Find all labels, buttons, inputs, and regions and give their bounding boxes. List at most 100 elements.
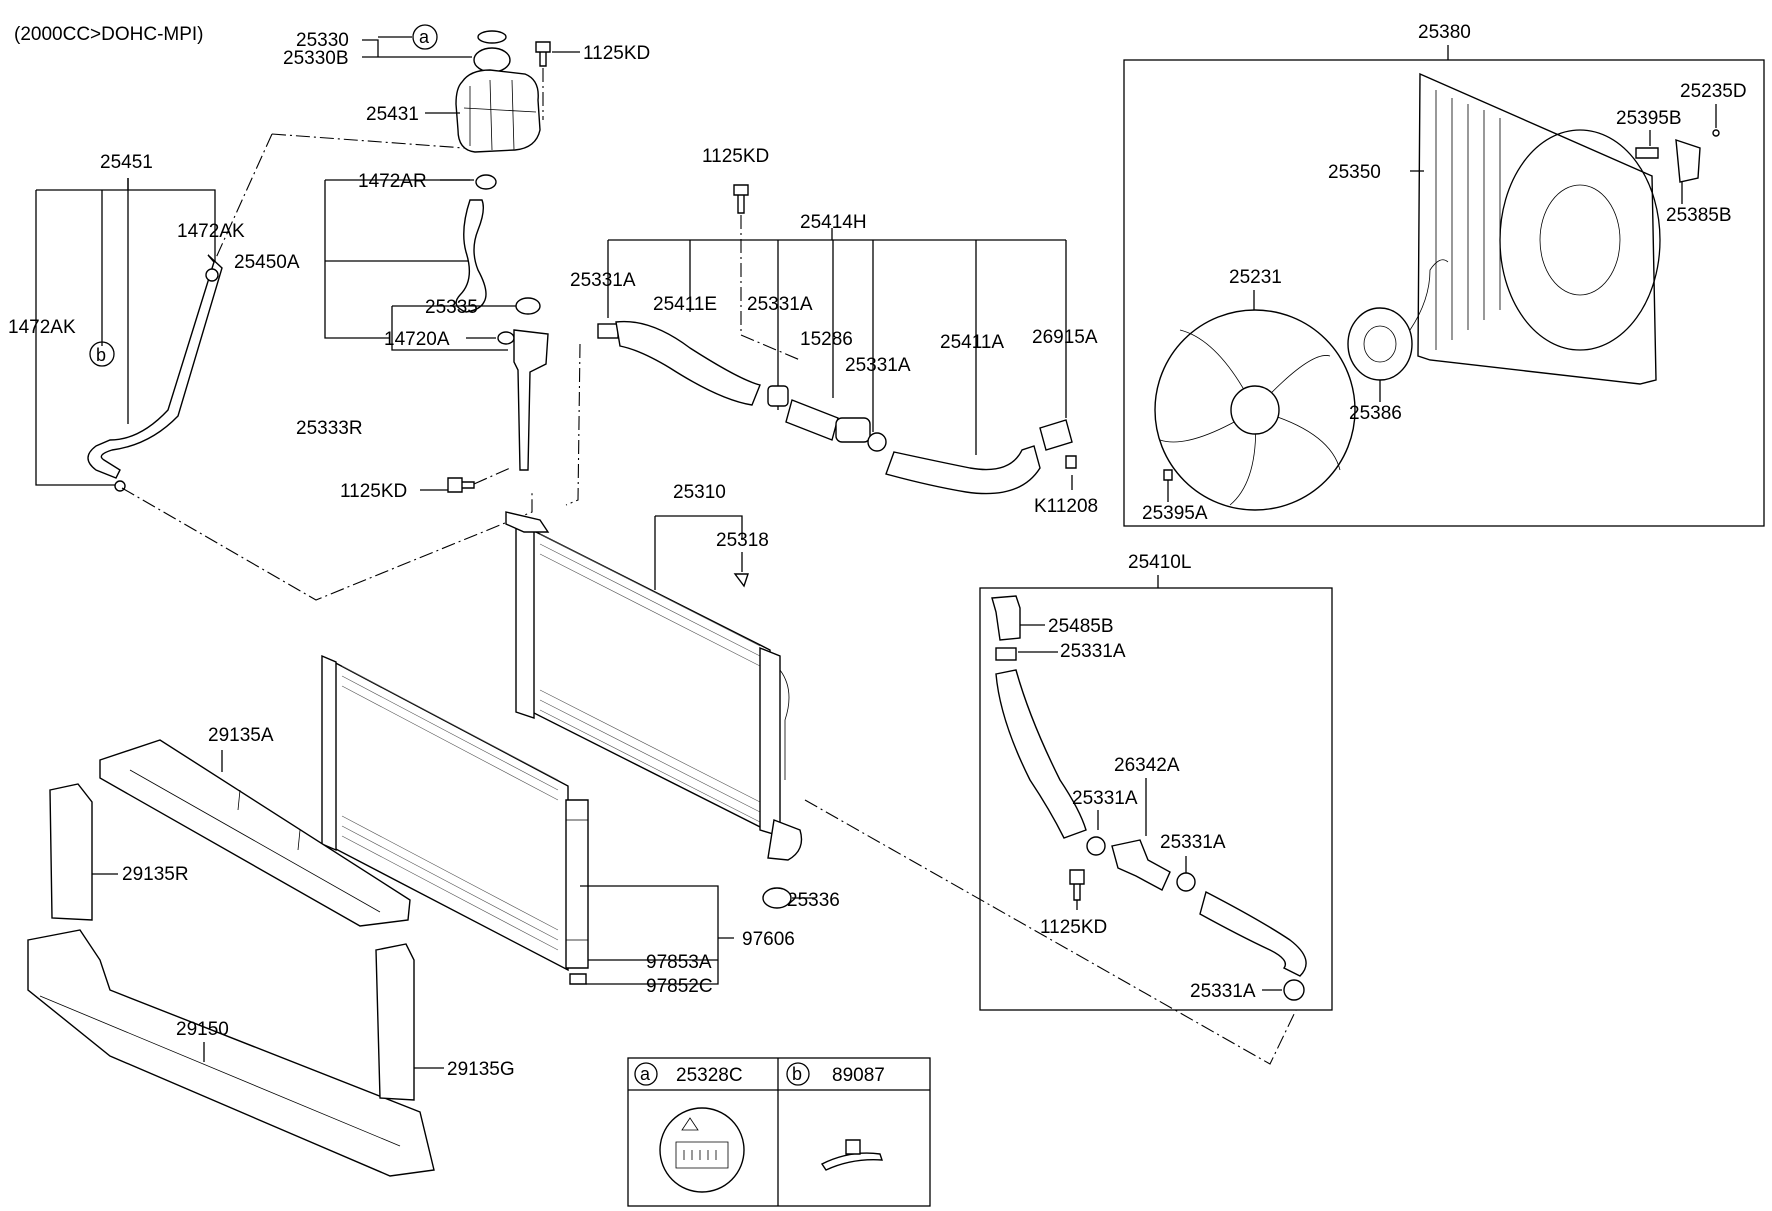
screw-25395A [1163,469,1173,481]
callout-25414H: 25414H [800,212,867,233]
upper-hose-assembly: 1125KD 25414H 25331A 25411E 25331A 15286… [565,146,1098,517]
bolt-hose [733,184,749,214]
warning-label-25328C [659,1107,745,1193]
callout-25333R: 25333R [296,418,363,439]
clamp-25331A-2 [767,385,789,407]
radiator-outlet-neck [767,819,803,861]
lower-hose-box: 25410L 25485B 25331A 25331A 26342A 25331… [979,552,1333,1011]
receiver-drier [565,799,589,969]
mount-25335 [515,297,541,315]
marker-a-circle [412,24,438,50]
clamp-25331A-3 [867,432,887,452]
callout-25335: 25335 [425,297,478,318]
reservoir-group: a 25330 25330B 1125KD 25431 [283,24,650,153]
air-guide-29135G [375,943,415,1101]
callout-25331A-4: 25331A [1060,641,1126,662]
drain-plug-25318 [733,573,749,588]
callout-25350: 25350 [1328,162,1381,183]
callout-25330: 25330 [296,30,349,51]
fan-shroud-box: 25380 25350 25235D 25395B 25385B 25231 2… [1123,22,1765,527]
radiator-upper-inlet [505,511,550,533]
callout-25395B: 25395B [1616,108,1682,129]
callout-25380: 25380 [1418,22,1471,43]
callout-25331A-2: 25331A [747,294,813,315]
callout-1125KD-low: 1125KD [1040,917,1107,938]
callout-25231: 25231 [1229,267,1282,288]
radiator-group: 25310 25318 25336 [505,482,1297,1065]
clamp-25331A-6 [1176,872,1196,892]
hose-25451 [87,254,223,479]
bolt-low [1069,869,1085,901]
callout-25336: 25336 [787,890,840,911]
callout-26342A: 26342A [1114,755,1180,776]
hose-25411A [885,445,1041,495]
legend-marker-a: a [640,1064,651,1084]
bracket-25333R [513,329,549,471]
callout-25485B: 25485B [1048,616,1114,637]
connector-15286 [785,399,839,441]
callout-1125KD-top: 1125KD [583,43,650,64]
callout-25450A: 25450A [234,252,300,273]
callout-1472AR: 1472AR [358,171,427,192]
callout-25331A-3: 25331A [845,355,911,376]
shroud-ring [1499,129,1661,351]
mount-25336 [762,887,792,909]
marker-b-label: b [96,345,106,365]
air-guide-group: 29135A 29135R 29150 29135G [27,725,515,1177]
callout-97852C: 97852C [646,976,713,997]
connector-26342A [1111,839,1171,891]
lower-shield-29150 [27,929,435,1177]
bolt-25395B [1635,147,1659,159]
clamp-25331A-4 [995,647,1017,661]
overflow-hose-group: 25451 1472AK 1472AK b [8,133,533,601]
engine-spec-note: (2000CC>DOHC-MPI) [14,24,204,45]
clamp-25331A-1 [597,323,619,339]
callout-25386: 25386 [1349,403,1402,424]
reservoir-hose-group: 1472AR 25450A 14720A [234,171,515,350]
callout-25395A: 25395A [1142,503,1208,524]
bolt-top [535,41,551,67]
lower-hose-upper-section [995,669,1087,839]
legend-marker-a-circle [634,1062,658,1086]
cap-seal-ring [477,30,507,44]
legend-marker-b-circle [786,1062,810,1086]
marker-a-label: a [419,27,430,47]
legend-part-25328C: 25328C [676,1065,743,1086]
callout-K11208: K11208 [1034,496,1098,517]
clamp-25331A-5 [1086,836,1106,856]
callout-1125KD-hose: 1125KD [702,146,769,167]
clamp-1472AK-top [205,268,219,282]
condenser-group: 97606 97853A 97852C [321,654,795,997]
callout-25318: 25318 [716,530,769,551]
callout-97853A: 97853A [646,952,712,973]
legend-table: a 25328C b 89087 [627,1057,931,1207]
callout-25235D: 25235D [1680,81,1747,102]
clamp-1472AR [475,174,497,190]
lower-hose-frame [979,587,1333,1011]
callout-29135G: 29135G [447,1059,515,1080]
coolant-reservoir-tank [455,69,541,153]
callout-25410L: 25410L [1128,552,1191,573]
fan-shroud-25350 [1417,72,1657,385]
callout-25331A-1: 25331A [570,270,636,291]
callout-15286: 15286 [800,329,853,350]
callout-25331A-5: 25331A [1072,788,1138,809]
callout-25451: 25451 [100,152,153,173]
connector-25385B [1675,138,1701,183]
bolt-mid [447,477,475,493]
air-guide-29135R [49,783,93,921]
callout-29135R: 29135R [122,864,189,885]
fan-shroud-frame [1123,59,1765,527]
condenser-left-tank [321,654,337,852]
radiator-left-tank [515,518,535,719]
cap-97852C [569,973,587,985]
fan-motor-25386 [1347,307,1413,381]
callout-25310: 25310 [673,482,726,503]
reservoir-cap [473,47,511,73]
cable-tie-89087 [820,1152,883,1171]
hose-25411E [615,320,761,406]
callout-25331A-6: 25331A [1160,832,1226,853]
bracket-group: 25335 25333R 1125KD [296,297,549,502]
callout-26915A: 26915A [1032,327,1098,348]
